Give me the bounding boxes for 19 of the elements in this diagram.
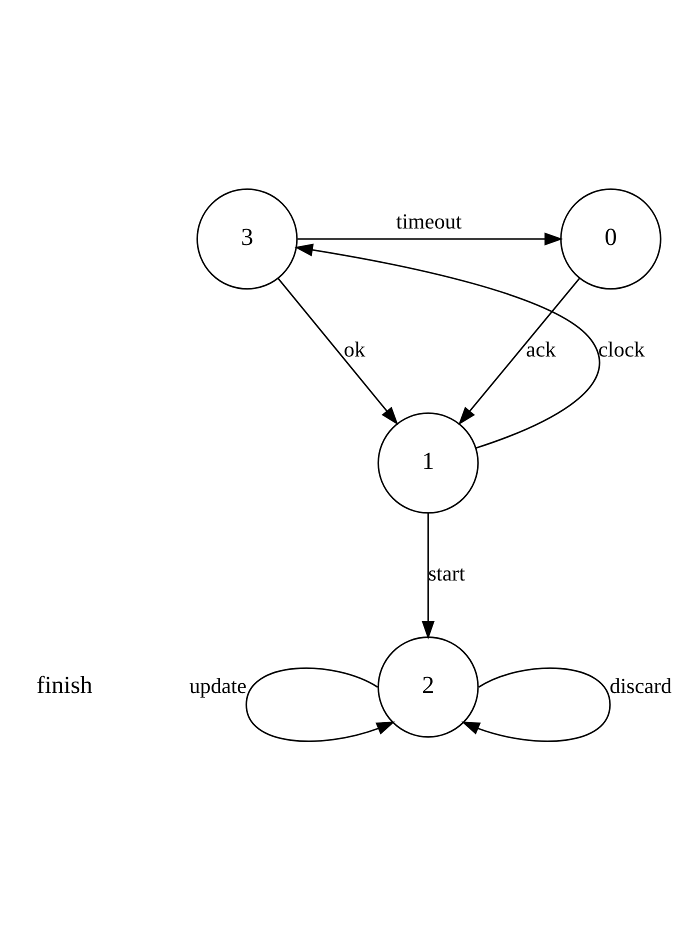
edge-label: clock xyxy=(598,338,645,362)
arrow xyxy=(298,232,563,246)
node-circle: 1 xyxy=(378,412,479,514)
arrow xyxy=(246,667,396,742)
arrow xyxy=(422,513,435,640)
arrow xyxy=(294,244,600,449)
arrow xyxy=(458,278,580,426)
node-circle: 3 xyxy=(196,188,298,290)
edge-label: start xyxy=(428,562,466,586)
edge-label: discard xyxy=(610,674,672,698)
label: finish xyxy=(36,672,92,699)
edge-label: ok xyxy=(344,338,366,362)
edge-label: update xyxy=(189,674,247,698)
node-circle: 2 xyxy=(378,636,479,738)
arrow xyxy=(278,278,398,426)
arrow xyxy=(461,667,611,742)
node-circle: 0 xyxy=(560,188,662,290)
edge-label: timeout xyxy=(396,210,462,234)
edge-label: ack xyxy=(526,338,556,362)
